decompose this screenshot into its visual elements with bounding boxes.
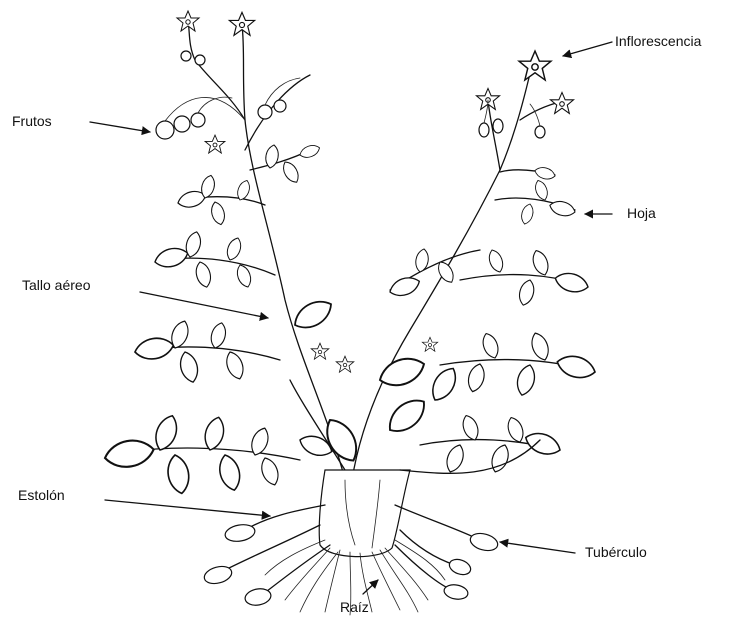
label-inflorescence: Inflorescencia (615, 33, 702, 49)
arrow-fruits (90, 122, 150, 132)
right-flowers (476, 51, 573, 113)
arrow-aerial-stem (140, 292, 268, 318)
label-tuber: Tubérculo (585, 544, 647, 560)
label-fruits: Frutos (12, 113, 52, 129)
arrow-stolon (105, 500, 270, 516)
central-leaves (290, 295, 462, 467)
label-aerial-stem: Tallo aéreo (22, 277, 91, 293)
arrow-inflorescence (563, 42, 612, 56)
label-stolon: Estolón (18, 487, 65, 503)
label-leaf: Hoja (627, 205, 656, 221)
right-leaves (387, 165, 597, 474)
aerial-stems (188, 22, 560, 480)
stem-base (319, 470, 410, 557)
plant-illustration (103, 11, 598, 615)
arrow-tuber (500, 542, 575, 553)
left-leaves (103, 143, 322, 495)
label-root: Raíz (340, 599, 369, 615)
